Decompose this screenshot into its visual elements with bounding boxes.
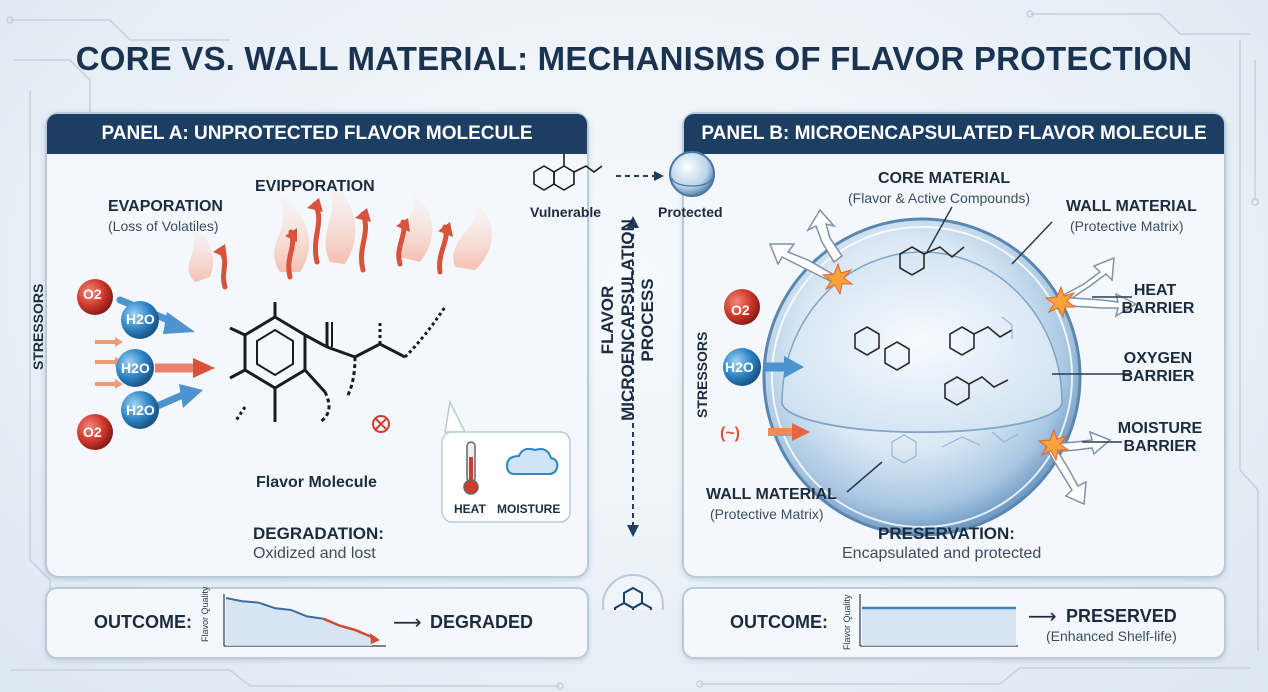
panel-b-illustration: (~) — [720, 206, 1138, 537]
outcome-a-trend-fill — [226, 598, 372, 646]
heat-label: HEAT — [454, 502, 486, 516]
hexagon-molecule-badge — [602, 574, 664, 610]
impact-flashes — [821, 262, 1077, 462]
heat-moisture-callout — [441, 399, 571, 523]
wall-material-label: WALL MATERIAL — [1066, 198, 1197, 215]
o2-label-b: O2 — [731, 302, 750, 318]
process-label-line-1: FLAVOR — [598, 285, 617, 355]
oxygen-barrier-label-2: BARRIER — [1121, 368, 1195, 385]
evaporation-label: EVAPORATION — [108, 198, 223, 215]
h2o-label-2: H2O — [121, 360, 150, 376]
heat-barrier-label-1: HEAT — [1133, 282, 1177, 299]
break-icon — [372, 415, 390, 433]
panel-a-illustration — [77, 177, 571, 523]
arrow-right-icon-a: ⟶ — [393, 612, 422, 634]
stressor-arrows — [95, 296, 215, 411]
process-label-line-2: MICROENCAPSULATION — [618, 219, 637, 421]
h2o-label-1: H2O — [126, 311, 155, 327]
vulnerable-molecule-icon — [533, 154, 603, 191]
outcome-b-result-sub: (Enhanced Shelf-life) — [1046, 628, 1177, 644]
degradation-sublabel: Oxidized and lost — [253, 545, 376, 562]
preservation-title: PRESERVATION: — [878, 524, 1015, 543]
evaporation-label-2: EVIPPORATION — [255, 178, 375, 195]
water-ball-1 — [121, 301, 159, 339]
outcome-b-result: PRESERVED — [1066, 606, 1177, 626]
water-ball-b — [723, 348, 761, 386]
core-molecules — [854, 246, 1013, 406]
process-label-line-3: PROCESS — [638, 278, 657, 362]
outcome-a-chart — [223, 594, 386, 647]
molecule-label: Flavor Molecule — [256, 474, 377, 491]
protected-capsule-icon — [669, 151, 715, 197]
outcome-a-trend-line-red — [322, 617, 373, 639]
degradation-title: DEGRADATION: — [253, 524, 384, 543]
outcome-b-trend-fill — [862, 608, 1016, 646]
oxygen-barrier-label-1: OXYGEN — [1123, 350, 1193, 367]
panel-a-header: PANEL A: UNPROTECTED FLAVOR MOLECULE — [47, 114, 587, 154]
arrow-right-icon-b: ⟶ — [1028, 606, 1057, 628]
moisture-label: MOISTURE — [497, 502, 561, 516]
outcome-a-trend-line — [225, 597, 324, 620]
heat-barrier-label-2: BARRIER — [1121, 300, 1195, 317]
outcome-a-axis-label: Flavor Quality — [200, 586, 210, 642]
outcome-b-chart — [859, 594, 1018, 647]
core-material-sublabel: (Flavor & Active Compounds) — [848, 190, 1031, 206]
outcome-b-label: OUTCOME: — [730, 612, 828, 632]
wall-material-sublabel: (Protective Matrix) — [1070, 218, 1184, 234]
evaporation-sublabel: (Loss of Volatiles) — [108, 218, 219, 234]
panel-b-header: PANEL B: MICROENCAPSULATED FLAVOR MOLECU… — [684, 114, 1224, 154]
wall-material-sublabel-2: (Protective Matrix) — [710, 506, 824, 522]
water-ball-2 — [116, 349, 154, 387]
o2-label-2: O2 — [83, 424, 102, 440]
break-icon-cross — [375, 418, 387, 430]
page-title: CORE VS. WALL MATERIAL: MECHANISMS OF FL… — [75, 40, 1193, 77]
oxygen-ball-1 — [77, 279, 113, 315]
core-material-label: CORE MATERIAL — [878, 170, 1011, 187]
h2o-label-b: H2O — [725, 359, 754, 375]
water-ball-3 — [121, 391, 159, 429]
moisture-barrier-label-2: BARRIER — [1123, 438, 1197, 455]
vulnerable-label: Vulnerable — [530, 204, 602, 220]
o2-label-1: O2 — [83, 286, 102, 302]
outcome-a-result: DEGRADED — [430, 612, 534, 632]
wall-material-label-2: WALL MATERIAL — [706, 486, 837, 503]
stressors-label-a: STRESSORS — [30, 283, 46, 370]
flavor-molecule — [229, 302, 447, 424]
process-label: FLAVOR MICROENCAPSULATION PROCESS — [598, 160, 668, 480]
outcome-a-trend-arrowhead — [370, 633, 380, 645]
outcome-b-axis-label: Flavor Quality — [842, 594, 852, 650]
protected-label: Protected — [658, 204, 723, 220]
center-process-illustration — [533, 151, 715, 610]
preservation-sublabel: Encapsulated and protected — [842, 545, 1042, 562]
outcome-a-label: OUTCOME: — [94, 612, 192, 632]
svg-text:(~): (~) — [720, 425, 740, 442]
moisture-barrier-label-1: MOISTURE — [1117, 420, 1203, 437]
h2o-label-3: H2O — [126, 402, 155, 418]
oxygen-ball-b — [724, 289, 760, 325]
oxygen-ball-2 — [77, 414, 113, 450]
